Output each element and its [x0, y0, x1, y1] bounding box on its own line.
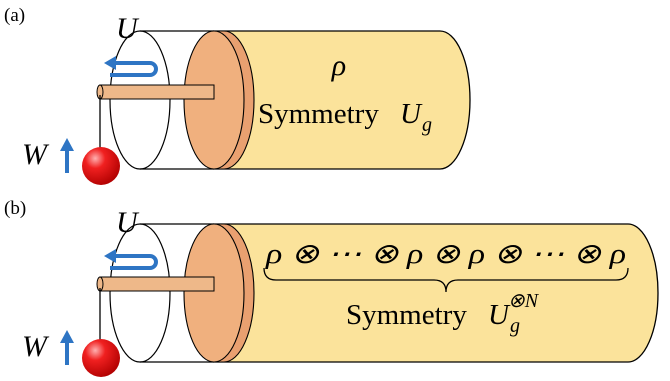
- panel-a: (a) U W ρ Symmetry U g: [4, 5, 471, 185]
- panel-b: (b) U W ρ ⊗ ⋯ ⊗ ρ ⊗ ρ ⊗ ⋯ ⊗ ρ Symmetry U…: [4, 198, 659, 377]
- panel-a-up-arrowhead: [60, 138, 74, 151]
- panel-a-cylinder-rim: [109, 30, 171, 170]
- panel-a-weight-ball-icon: [82, 147, 120, 185]
- panel-b-state-product: ρ ⊗ ⋯ ⊗ ρ ⊗ ρ ⊗ ⋯ ⊗ ρ: [265, 239, 626, 270]
- panel-b-symmetry-sup: ⊗N: [508, 290, 540, 312]
- panel-b-symmetry-word: Symmetry: [346, 299, 467, 331]
- panel-a-label: (a): [4, 5, 25, 26]
- panel-b-cylinder-body: [213, 223, 659, 363]
- panel-b-piston-rod: [99, 276, 215, 292]
- panel-a-cylinder-body: [213, 30, 471, 170]
- panel-b-u-turn-arrow-icon: [110, 254, 158, 270]
- panel-b-symmetry-op: U: [488, 299, 511, 331]
- panel-b-up-arrowhead: [60, 330, 74, 343]
- panel-a-transparent-cylinder: [140, 30, 214, 170]
- panel-a-symmetry-word: Symmetry: [258, 98, 379, 130]
- panel-b-label: (b): [4, 198, 26, 219]
- panel-b-piston-face: [183, 223, 245, 363]
- panel-a-symmetry-sub: g: [422, 114, 432, 136]
- panel-a-state-rho: ρ: [331, 49, 346, 82]
- panel-b-transparent-cylinder: [140, 223, 214, 363]
- panel-b-weight-ball-icon: [82, 339, 120, 377]
- panel-b-symmetry-sub: g: [510, 315, 520, 337]
- panel-b-work-symbol: W: [22, 330, 50, 363]
- panel-a-u-turn-arrow-icon: [110, 61, 158, 77]
- panel-a-piston-rod: [99, 84, 215, 100]
- panel-b-control-symbol: U: [116, 206, 140, 239]
- panel-a-control-symbol: U: [116, 12, 140, 45]
- panel-b-u-turn-arrowhead: [104, 249, 116, 263]
- panel-a-piston-face: [183, 30, 245, 170]
- panel-b-underbrace: [263, 267, 629, 293]
- panel-a-work-symbol: W: [22, 138, 50, 171]
- panel-a-u-turn-arrowhead: [104, 56, 116, 70]
- panel-b-cylinder-rim: [109, 223, 171, 363]
- panel-a-symmetry-op: U: [400, 98, 423, 130]
